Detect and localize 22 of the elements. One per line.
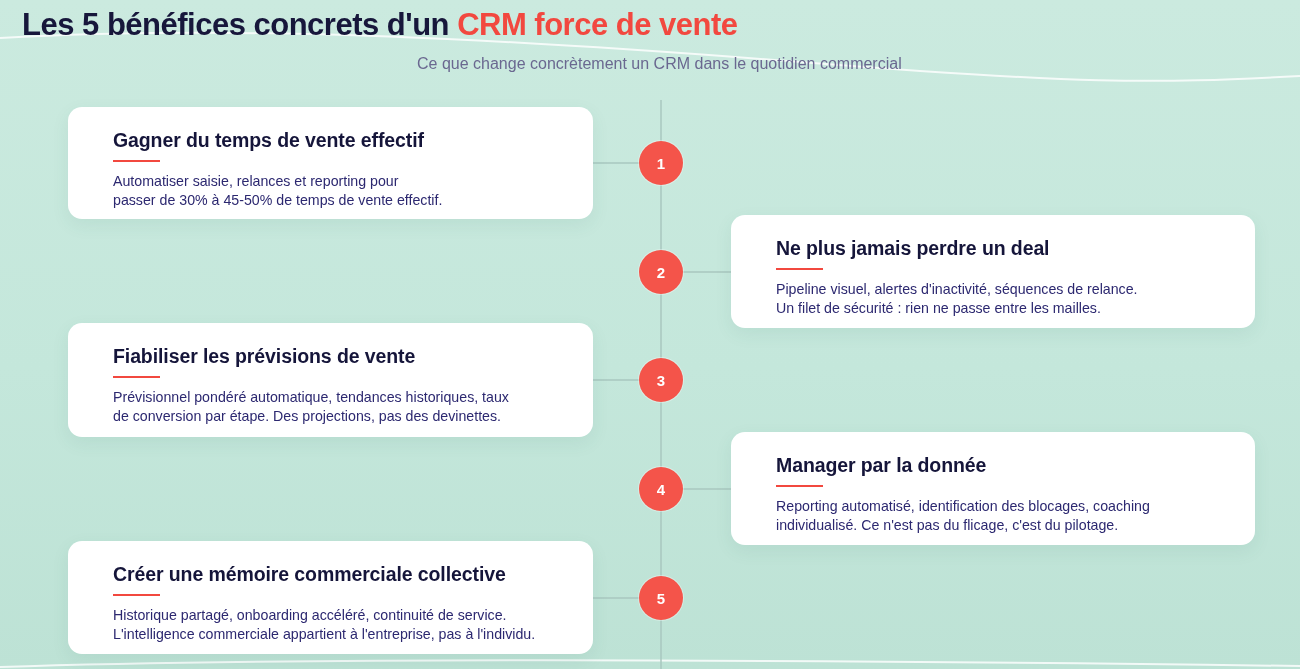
card-description: Reporting automatisé, identification des blocages, coaching individualisé. Ce n'est pas du flicage, c'est du pilotage. bbox=[776, 497, 1151, 535]
card-heading: Créer une mémoire commerciale collective bbox=[113, 562, 506, 587]
subtitle: Ce que change concrètement un CRM dans le quotidien commercial bbox=[417, 54, 902, 73]
card-description: Prévisionnel pondéré automatique, tendances historiques, taux de conversion par étape. Des projections, pas des devinettes. bbox=[113, 388, 510, 426]
card-heading: Fiabiliser les prévisions de vente bbox=[113, 344, 416, 369]
card-description: Automatiser saisie, relances et reporting pour passer de 30% à 45-50% de temps de vente effectif. bbox=[113, 172, 444, 210]
benefit-card bbox=[68, 323, 593, 437]
benefit-card bbox=[731, 215, 1255, 328]
benefit-card bbox=[68, 107, 593, 219]
step-number-circle: 4 bbox=[639, 467, 683, 511]
card-heading: Manager par la donnée bbox=[776, 453, 987, 478]
benefit-card bbox=[68, 541, 593, 654]
step-number-circle: 1 bbox=[639, 141, 683, 185]
step-number-circle: 3 bbox=[639, 358, 683, 402]
benefit-card bbox=[731, 432, 1255, 545]
card-heading: Gagner du temps de vente effectif bbox=[113, 128, 424, 153]
title: Les 5 bénéfices concrets d'un CRM force de vente bbox=[22, 6, 738, 44]
card-heading: Ne plus jamais perdre un deal bbox=[776, 236, 1050, 261]
card-description: Historique partagé, onboarding accéléré, continuité de service. L'intelligence commerciale appartient à l'entreprise, pas à l'individu. bbox=[113, 606, 537, 644]
step-number-circle: 5 bbox=[639, 576, 683, 620]
card-description: Pipeline visuel, alertes d'inactivité, séquences de relance. Un filet de sécurité : rien ne passe entre les mailles. bbox=[776, 280, 1139, 318]
step-number-circle: 2 bbox=[639, 250, 683, 294]
